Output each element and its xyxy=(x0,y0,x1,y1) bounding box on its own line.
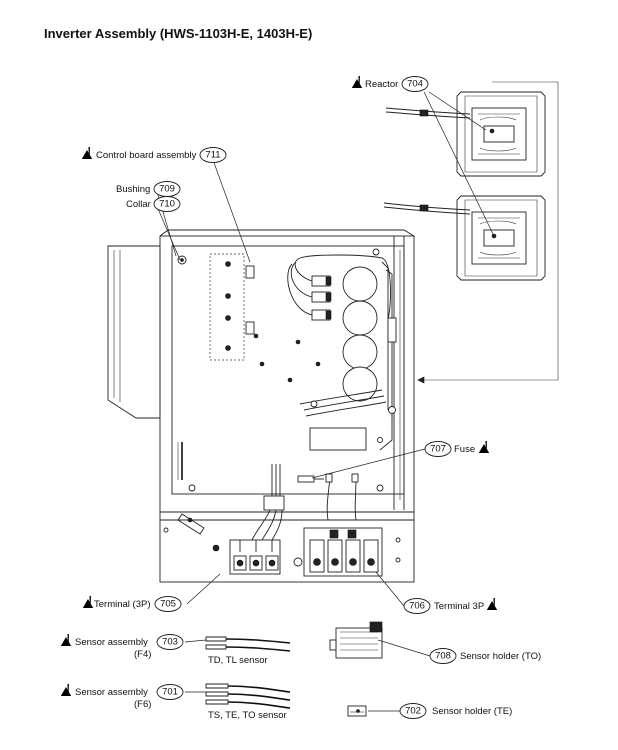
warning-triangle-icon xyxy=(81,145,93,163)
terminal-3p-705-label: Terminal (3P) xyxy=(94,599,151,610)
collar-number: 710 xyxy=(159,199,175,210)
warning-triangle-icon xyxy=(60,682,72,700)
bushing-number: 709 xyxy=(159,184,175,195)
sensor-assembly-f6-drawing xyxy=(205,683,291,709)
fuse-number: 707 xyxy=(430,444,446,455)
warning-triangle-icon xyxy=(60,632,72,650)
page-title: Inverter Assembly (HWS-1103H-E, 1403H-E) xyxy=(44,26,312,41)
sensor-holder-702-label: Sensor holder (TE) xyxy=(432,706,512,717)
sensor-assembly-701-number: 701 xyxy=(162,687,178,698)
sensor-holder-te-drawing xyxy=(347,705,367,717)
fuse-label: Fuse xyxy=(454,444,475,455)
inverter-chassis xyxy=(107,229,415,583)
sensor-holder-to-drawing xyxy=(329,621,383,659)
sensor-assembly-703-number: 703 xyxy=(162,637,178,648)
callout-reactor: Reactor 704 xyxy=(351,74,429,92)
callout-sensor-holder-702: 702 Sensor holder (TE) xyxy=(399,703,512,719)
reactor-number: 704 xyxy=(407,79,423,90)
callout-fuse: 707 Fuse xyxy=(424,439,490,457)
sensor-assembly-703-label: Sensor assembly xyxy=(75,637,148,648)
callout-collar: Collar 710 xyxy=(126,196,181,212)
callout-control-board-assembly: Control board assembly 711 xyxy=(81,145,227,163)
leader-lines xyxy=(155,91,495,712)
callout-bushing: Bushing 709 xyxy=(116,181,181,197)
terminal-3p-706-label: Terminal 3P xyxy=(434,601,484,612)
warning-triangle-icon xyxy=(486,596,498,614)
control-board-number: 711 xyxy=(205,150,220,161)
terminal-3p-706-number: 706 xyxy=(409,601,425,612)
warning-triangle-icon xyxy=(82,594,94,612)
sensor-assembly-701-label: Sensor assembly xyxy=(75,687,148,698)
collar-label: Collar xyxy=(126,199,151,210)
sensor-holder-708-number: 708 xyxy=(435,651,451,662)
bushing-label: Bushing xyxy=(116,184,150,195)
callout-terminal-3p-705: Terminal (3P) 705 xyxy=(82,594,182,612)
warning-triangle-icon xyxy=(478,439,490,457)
callout-sensor-holder-708: 708 Sensor holder (TO) xyxy=(429,648,541,664)
terminal-3p-705-number: 705 xyxy=(160,599,176,610)
sensor-holder-708-label: Sensor holder (TO) xyxy=(460,651,541,662)
reactor-label: Reactor xyxy=(365,79,398,90)
sensor-assembly-701-sub: (F6) xyxy=(134,699,151,710)
callout-sensor-assembly-701: Sensor assembly (F6) 701 TS, TE, TO sens… xyxy=(60,682,287,721)
sensor-assembly-f4-drawing xyxy=(205,636,291,652)
sensor-assembly-703-caption: TD, TL sensor xyxy=(208,655,268,666)
sensor-assembly-703-sub: (F4) xyxy=(134,649,151,660)
sensor-holder-702-number: 702 xyxy=(405,706,421,717)
control-board-label: Control board assembly xyxy=(96,150,197,161)
sensor-assembly-701-caption: TS, TE, TO sensor xyxy=(208,710,287,721)
warning-triangle-icon xyxy=(351,74,363,92)
callout-terminal-3p-706: 706 Terminal 3P xyxy=(403,596,498,614)
reactor-assembly xyxy=(383,81,559,384)
callout-sensor-assembly-703: Sensor assembly (F4) 703 TD, TL sensor xyxy=(60,632,268,666)
